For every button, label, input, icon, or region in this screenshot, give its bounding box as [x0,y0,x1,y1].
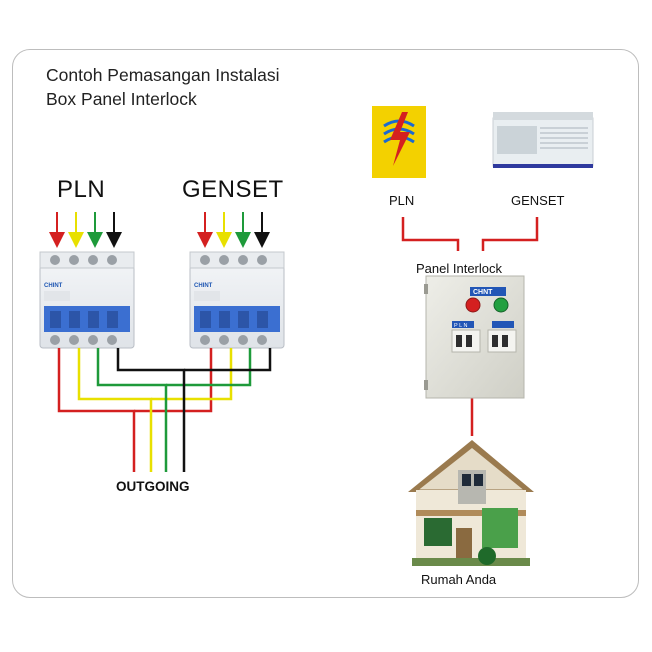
house-label: Rumah Anda [421,572,497,587]
panel-interlock-label: Panel Interlock [416,261,502,276]
panel-pln-tag: P L N [454,323,467,329]
title-line-1: Contoh Pemasangan Instalasi [46,65,280,85]
genset-breaker: CHINT [189,251,285,349]
outgoing-label: OUTGOING [116,479,190,494]
title-line-2: Box Panel Interlock [46,89,197,109]
panel-brand-text: CHNT [473,289,493,296]
output-wiring [57,348,272,472]
house-image [408,440,534,566]
right-pln-label: PLN [389,193,415,208]
genset-source-label: GENSET [182,176,284,203]
diagram-title: Contoh Pemasangan Instalasi Box Panel In… [46,63,279,111]
svg-text:CHINT: CHINT [44,283,63,289]
right-genset-label: GENSET [511,193,565,208]
pln-breaker: CHINT [39,251,135,349]
panel-feed-lines [401,217,539,436]
genset-image [492,112,594,168]
svg-text:CHINT: CHINT [194,283,213,289]
pln-logo [372,106,426,178]
interlock-panel: CHNT P L N [424,275,525,399]
genset-input-arrows [197,212,270,248]
pln-source-label: PLN [57,176,106,203]
pln-input-arrows [49,212,122,248]
